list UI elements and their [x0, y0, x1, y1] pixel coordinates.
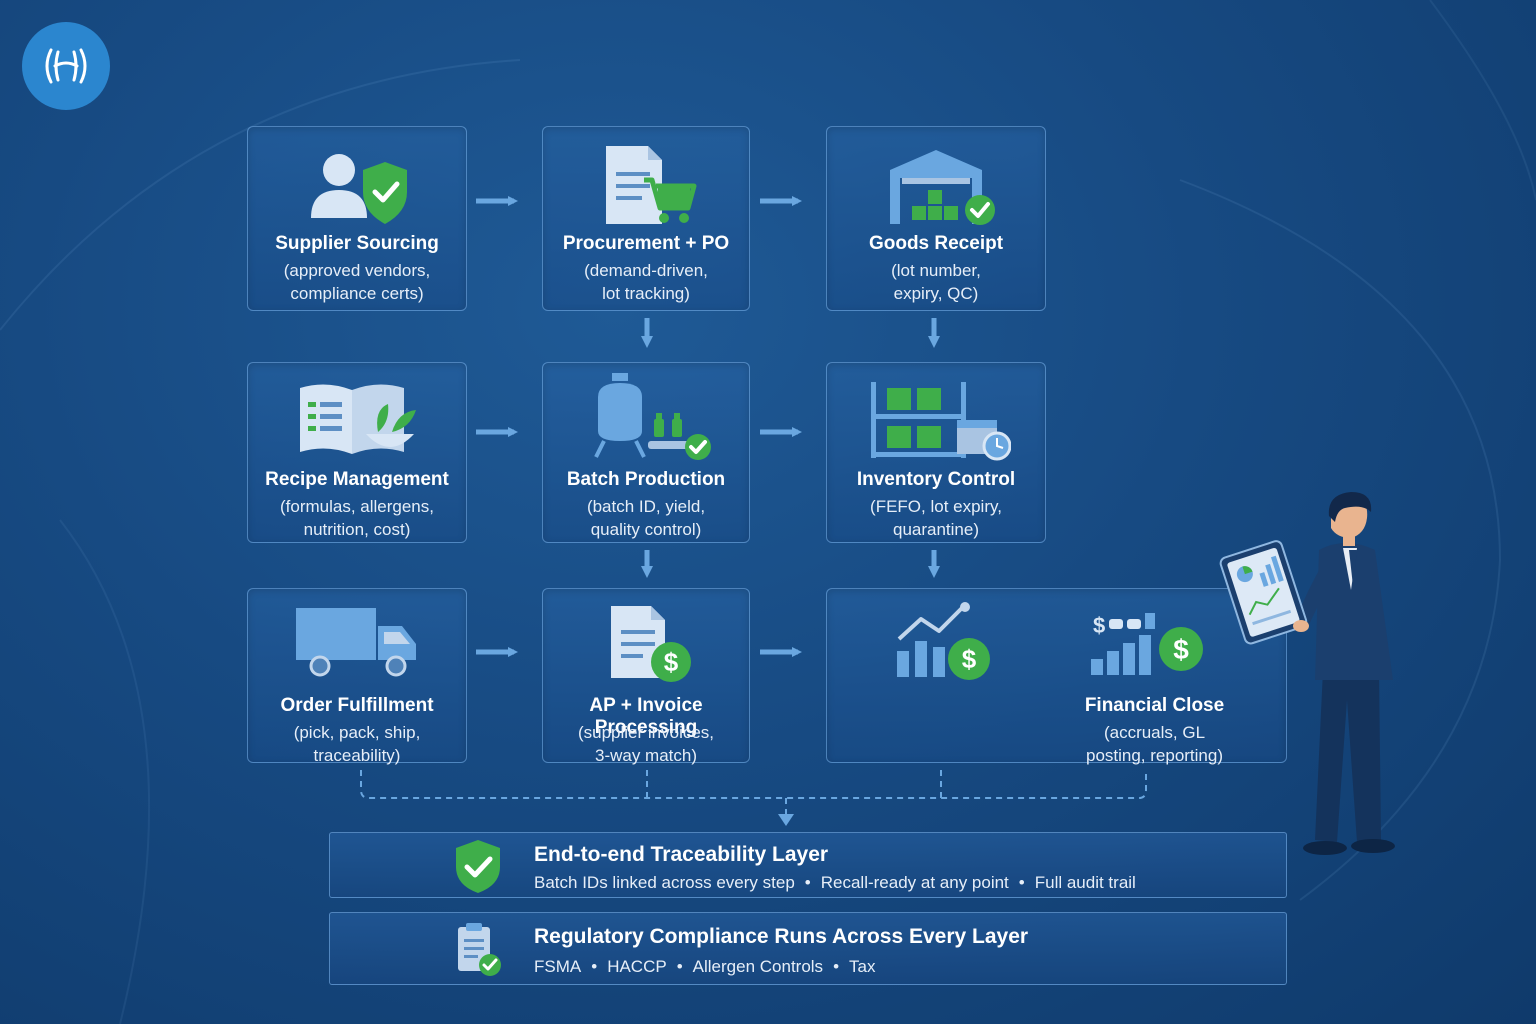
- dashed-connectors: [360, 770, 1147, 818]
- traceability-item: Full audit trail: [1034, 873, 1136, 892]
- traceability-title: End-to-end Traceability Layer: [534, 843, 829, 866]
- svg-text:$: $: [1173, 634, 1189, 665]
- document-cart-icon: [543, 135, 749, 235]
- warehouse-boxes-check-icon: [827, 135, 1045, 235]
- step-title: Financial Close: [1084, 695, 1225, 716]
- compliance-item: Tax: [849, 957, 876, 976]
- shield-check-icon: [450, 837, 506, 900]
- step-description: (FEFO, lot expiry, quarantine): [870, 497, 1002, 539]
- shelves-calendar-clock-icon: [827, 371, 1045, 471]
- step-title: Inventory Control: [856, 469, 1016, 490]
- logo-mark-icon: [45, 48, 87, 84]
- step-financial-close: $ $ $ Financial Close (accruals, GL post…: [826, 588, 1287, 765]
- step-title: AP + Invoice Processing: [589, 695, 703, 738]
- growth-chart-dollar-icon: $: [891, 599, 1001, 690]
- step-ap-invoice-processing: $ AP + Invoice Processing (supplier invo…: [542, 588, 750, 765]
- step-inventory-control: Inventory Control (FEFO, lot expiry, qua…: [826, 362, 1046, 543]
- traceability-item: Recall-ready at any point: [820, 873, 1009, 892]
- step-description: (demand-driven, lot tracking): [584, 261, 708, 303]
- compliance-items: FSMA • HACCP • Allergen Controls • Tax: [534, 957, 875, 977]
- step-title: Goods Receipt: [868, 233, 1004, 254]
- person-with-tablet-icon: [1215, 490, 1425, 875]
- traceability-items: Batch IDs linked across every step • Recal…: [534, 873, 1136, 893]
- step-title: Procurement + PO: [562, 233, 730, 254]
- traceability-item: Batch IDs linked across every step: [534, 873, 795, 892]
- step-goods-receipt: Goods Receipt (lot number, expiry, QC): [826, 126, 1046, 311]
- separator-dot: •: [676, 957, 683, 976]
- step-order-fulfillment: Order Fulfillment (pick, pack, ship, tra…: [247, 588, 467, 765]
- step-supplier-sourcing: Supplier Sourcing (approved vendors, com…: [247, 126, 467, 311]
- compliance-item: Allergen Controls: [692, 957, 824, 976]
- arrow-down-traceability: [778, 814, 794, 826]
- logo: [22, 22, 110, 110]
- user-shield-check-icon: [248, 135, 466, 235]
- traceability-layer: End-to-end Traceability Layer Batch IDs …: [329, 832, 1287, 898]
- step-title: Batch Production: [566, 469, 726, 490]
- compliance-item: FSMA: [534, 957, 582, 976]
- step-description: (formulas, allergens, nutrition, cost): [279, 497, 434, 539]
- separator-dot: •: [804, 873, 811, 892]
- svg-text:$: $: [1093, 613, 1105, 638]
- step-description: (accruals, GL posting, reporting): [1085, 723, 1224, 765]
- truck-icon: [248, 593, 466, 693]
- book-bowl-icon: [248, 371, 466, 471]
- separator-dot: •: [833, 957, 840, 976]
- step-description: (lot number, expiry, QC): [891, 261, 981, 303]
- step-batch-production: Batch Production (batch ID, yield, quali…: [542, 362, 750, 543]
- step-description: (batch ID, yield, quality control): [586, 497, 706, 539]
- step-title: Supplier Sourcing: [275, 233, 439, 254]
- step-recipe-management: Recipe Management (formulas, allergens, …: [247, 362, 467, 543]
- svg-text:$: $: [664, 647, 679, 677]
- step-title: Order Fulfillment: [280, 695, 434, 716]
- svg-text:$: $: [962, 644, 977, 674]
- invoice-dollar-icon: $: [543, 593, 749, 693]
- chart-dollar-icon: $ $: [1023, 603, 1286, 683]
- clipboard-check-icon: [450, 919, 510, 984]
- step-description: (approved vendors, compliance certs): [283, 261, 431, 303]
- step-description: (supplier invoices, 3-way match): [577, 723, 715, 765]
- compliance-title: Regulatory Compliance Runs Across Every …: [534, 925, 1029, 948]
- tank-bottles-check-icon: [543, 367, 749, 467]
- separator-dot: •: [1018, 873, 1025, 892]
- step-description: (pick, pack, ship, traceability): [293, 723, 421, 765]
- step-title: Recipe Management: [265, 469, 449, 490]
- step-procurement-po: Procurement + PO (demand-driven, lot tra…: [542, 126, 750, 311]
- compliance-item: HACCP: [607, 957, 667, 976]
- separator-dot: •: [591, 957, 598, 976]
- compliance-layer: Regulatory Compliance Runs Across Every …: [329, 912, 1287, 985]
